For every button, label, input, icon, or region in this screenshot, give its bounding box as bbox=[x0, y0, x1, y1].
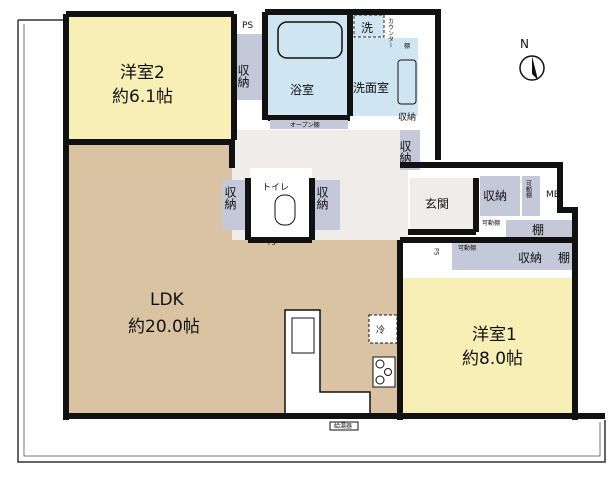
shelf-top-label: 棚 bbox=[532, 222, 544, 237]
storage-western2 bbox=[237, 34, 263, 100]
bath-label: 浴室 bbox=[290, 82, 314, 97]
sink-icon bbox=[291, 317, 315, 354]
storage-bedroom1 bbox=[452, 240, 556, 270]
storage-entrance-label: 収納 bbox=[483, 189, 507, 203]
balcony-inner bbox=[23, 24, 601, 457]
burner-icon bbox=[375, 375, 385, 385]
room-western2 bbox=[68, 14, 234, 140]
western2-name: 洋室2 bbox=[120, 63, 165, 83]
ps-label: PS bbox=[242, 21, 253, 31]
storage-bedroom1-label: 収納 bbox=[518, 251, 542, 265]
movable-shelf-1 bbox=[522, 176, 540, 216]
ps-toilet-label: PS bbox=[268, 240, 276, 247]
storage-entrance bbox=[480, 176, 520, 216]
washbasin-icon bbox=[397, 59, 417, 105]
storage-hall bbox=[400, 130, 420, 170]
storage-ldk-right-label: 収納 bbox=[315, 186, 329, 210]
balcony-outline bbox=[17, 19, 606, 463]
fridge-space bbox=[368, 314, 398, 344]
mb-box bbox=[544, 178, 568, 206]
storage-ldk-left bbox=[222, 180, 248, 230]
water-heater-label: 給湯器 bbox=[334, 422, 352, 430]
shelf-right bbox=[556, 240, 574, 270]
movable-shelf-label-2: 可動棚 bbox=[482, 219, 500, 227]
burner-icon bbox=[384, 368, 392, 376]
shelf-right-label: 棚 bbox=[558, 250, 570, 265]
burner-icon bbox=[375, 359, 385, 369]
western1-size: 約8.0帖 bbox=[462, 349, 523, 369]
storage-hall-label: 収納 bbox=[398, 140, 412, 164]
movable-shelf-label-3: 可動棚 bbox=[458, 244, 476, 252]
western2-size: 約6.1帖 bbox=[112, 87, 173, 107]
ldk-name: LDK bbox=[150, 290, 185, 310]
toilet-label: トイレ bbox=[262, 183, 289, 193]
mb-label: MB bbox=[546, 190, 560, 200]
walls bbox=[63, 9, 605, 420]
toilet-icon bbox=[274, 194, 296, 226]
open-shelf-label: オープン棚 bbox=[290, 121, 320, 129]
shelf-top bbox=[506, 220, 574, 238]
ps-bedroom1-label: PS bbox=[433, 248, 440, 256]
room-entrance bbox=[410, 178, 474, 230]
western1-name: 洋室1 bbox=[472, 325, 517, 345]
storage-ldk-right bbox=[314, 180, 340, 230]
storage-ldk-left-label: 収納 bbox=[223, 186, 237, 210]
entrance-label: 玄関 bbox=[425, 196, 449, 211]
north-arrow-icon: N bbox=[519, 37, 545, 81]
compass-north-label: N bbox=[520, 37, 529, 51]
open-shelf bbox=[270, 120, 348, 129]
bathtub-icon bbox=[277, 21, 343, 59]
ldk-size: 約20.0帖 bbox=[128, 317, 200, 337]
room-western1 bbox=[403, 278, 575, 416]
storage-label: 収納 bbox=[236, 64, 250, 88]
movable-shelf-label-1: 可動棚 bbox=[525, 180, 532, 199]
counter-label: カウンター bbox=[387, 18, 394, 48]
washer-label: 洗 bbox=[361, 21, 373, 35]
shelf-label: 棚 bbox=[404, 42, 410, 50]
washroom-label: 洗面室 bbox=[353, 80, 389, 95]
fridge-label: 冷 bbox=[376, 324, 385, 336]
storage-washroom-label: 収納 bbox=[398, 111, 416, 123]
water-heater-box bbox=[329, 421, 359, 431]
